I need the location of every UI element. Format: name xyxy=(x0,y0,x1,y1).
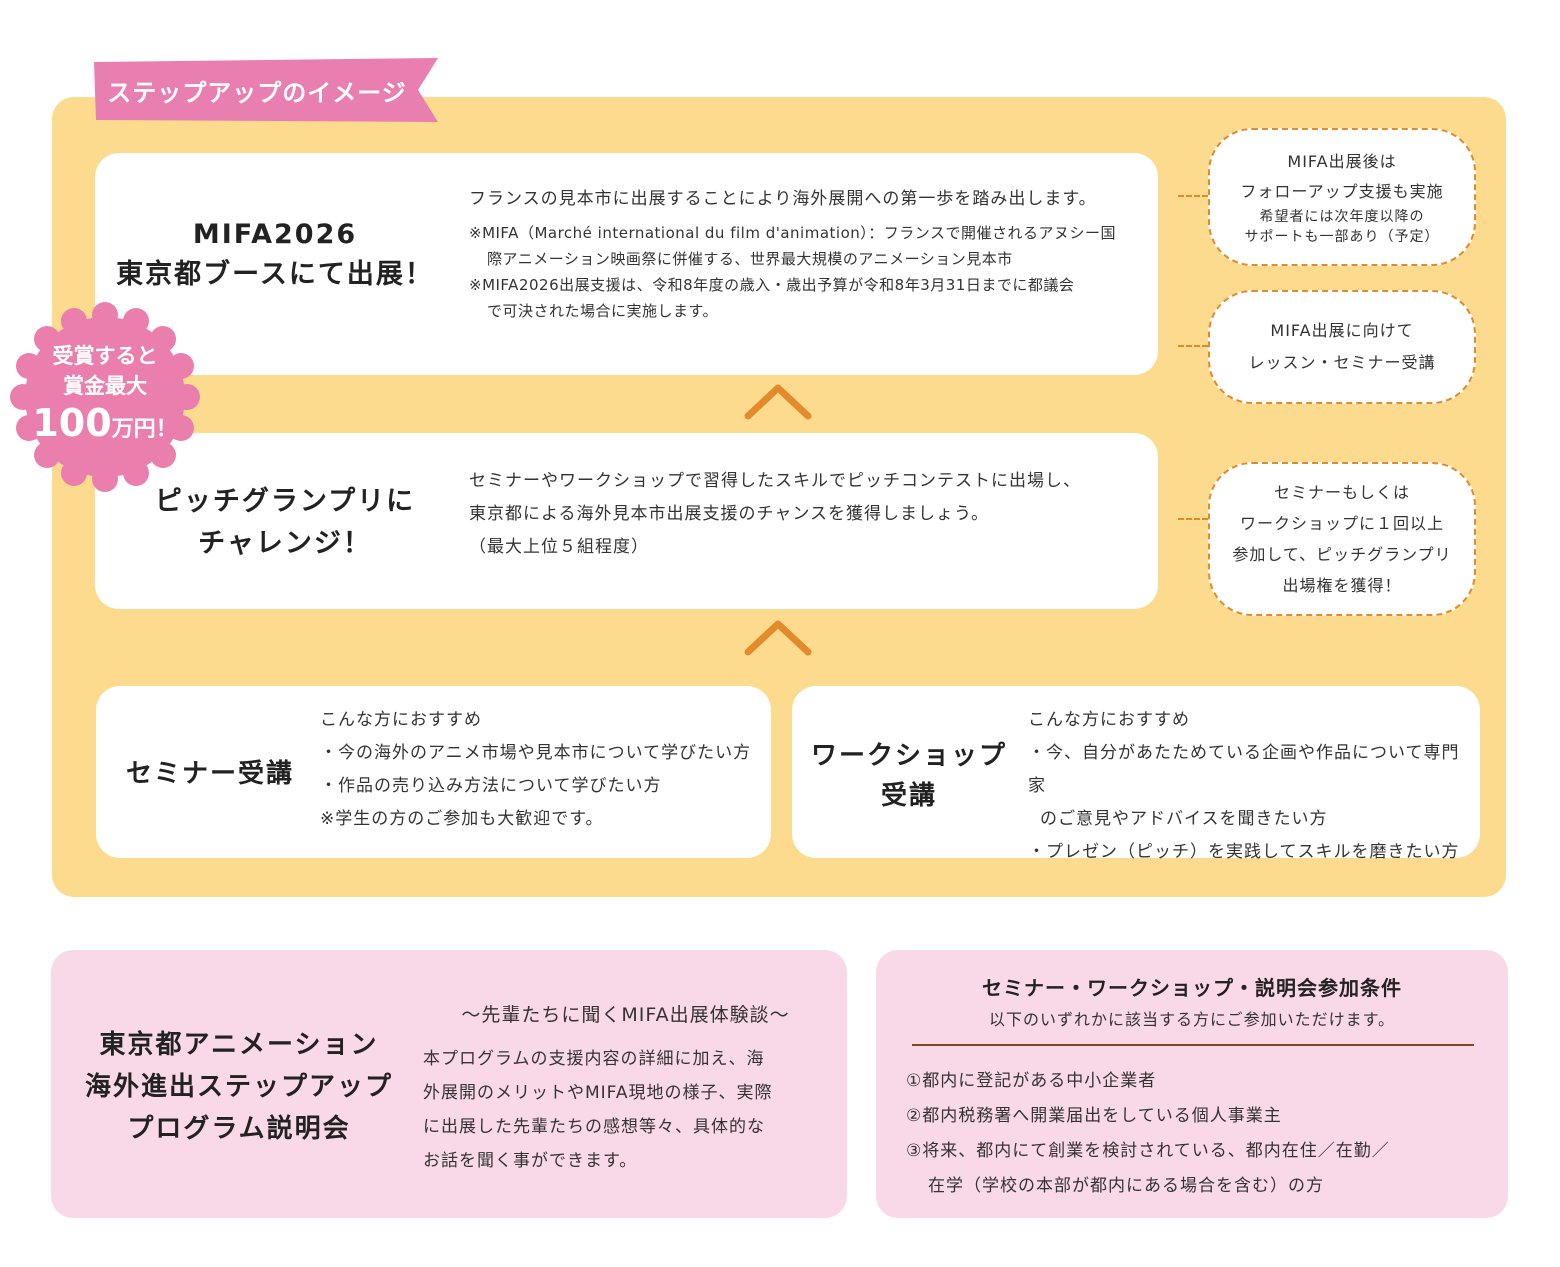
section-tag-label: ステップアップのイメージ xyxy=(107,78,407,107)
mifa-title-line2: 東京都ブースにて出展！ xyxy=(116,259,434,290)
mifa-exhibit-title: MIFA2026 東京都ブースにて出展！ xyxy=(95,215,455,295)
participation-conditions-box: セミナー・ワークショップ・説明会参加条件 以下のいずれかに該当する方にご参加いた… xyxy=(876,950,1508,1218)
badge-scalloped-shape xyxy=(10,302,200,492)
seminar-card: セミナー受講 こんな方におすすめ ・今の海外のアニメ市場や見本市について学びたい… xyxy=(96,686,771,858)
workshop-title-line2: 受講 xyxy=(880,781,937,811)
badge-text: 受賞すると 賞金最大 100万円！ xyxy=(10,302,200,492)
badge-amount-row: 100万円！ xyxy=(32,401,177,453)
briefing-body-line2: 外展開のメリットやMIFA現地の様子、実際 xyxy=(423,1083,773,1103)
step-up-arrow-2 xyxy=(744,618,812,658)
lesson-bubble: MIFA出展に向けて レッスン・セミナー受講 xyxy=(1208,290,1476,404)
seminar-item-1: ・今の海外のアニメ市場や見本市について学びたい方 xyxy=(320,743,752,763)
pitch-body-line1: セミナーやワークショップで習得したスキルでピッチコンテストに出場し、 xyxy=(469,471,1081,491)
connector-dash-2 xyxy=(1178,345,1208,347)
condition-item-3-line2: 在学（学校の本部が都内にある場合を含む）の方 xyxy=(928,1176,1324,1196)
pitch-grandprix-card: ピッチグランプリに チャレンジ！ セミナーやワークショップで習得したスキルでピッ… xyxy=(95,433,1158,609)
section-tag: ステップアップのイメージ xyxy=(92,58,440,122)
entry-line2: ワークショップに１回以上 xyxy=(1239,514,1444,533)
step-up-arrow-1 xyxy=(744,382,812,422)
entry-line1: セミナーもしくは xyxy=(1273,483,1410,502)
briefing-subtitle: ～先輩たちに聞くMIFA出展体験談～ xyxy=(461,1004,790,1026)
workshop-recommend: こんな方におすすめ xyxy=(1028,710,1190,730)
pitch-title-line1: ピッチグランプリに xyxy=(154,486,416,517)
workshop-title: ワークショップ 受講 xyxy=(806,736,1012,816)
briefing-body-line3: に出展した先輩たちの感想等々、具体的な xyxy=(423,1117,765,1137)
pitch-entry-bubble: セミナーもしくは ワークショップに１回以上 参加して、ピッチグランプリ 出場権を… xyxy=(1208,462,1476,616)
entry-line4: 出場権を獲得！ xyxy=(1282,576,1402,595)
pitch-body-line3: （最大上位５組程度） xyxy=(469,537,649,557)
pitch-title: ピッチグランプリに チャレンジ！ xyxy=(135,481,435,565)
seminar-body: こんな方におすすめ ・今の海外のアニメ市場や見本市について学びたい方 ・作品の売… xyxy=(320,704,760,836)
mifa-note-1-line1: ※MIFA（Marché international du film d'ani… xyxy=(469,224,1116,242)
briefing-title-line3: プログラム説明会 xyxy=(127,1114,351,1144)
conditions-divider xyxy=(912,1044,1474,1046)
seminar-title: セミナー受講 xyxy=(125,759,294,789)
briefing-title-line2: 海外進出ステップアップ xyxy=(84,1072,393,1102)
conditions-list: ①都内に登記がある中小企業者 ②都内税務署へ開業届出をしている個人事業主 ③将来… xyxy=(906,1064,1496,1204)
workshop-item-1-line2: のご意見やアドバイスを聞きたい方 xyxy=(1040,809,1328,829)
entry-line3: 参加して、ピッチグランプリ xyxy=(1232,545,1452,564)
condition-item-3-line1: ③将来、都内にて創業を検討されている、都内在住／在勤／ xyxy=(906,1141,1390,1161)
workshop-body: こんな方におすすめ ・今、自分があたためている企画や作品について専門家 のご意見… xyxy=(1028,704,1472,869)
briefing-title-line1: 東京都アニメーション xyxy=(99,1030,379,1060)
badge-line1: 受賞すると xyxy=(52,344,158,368)
pitch-body: セミナーやワークショップで習得したスキルでピッチコンテストに出場し、 東京都によ… xyxy=(469,465,1149,564)
followup-line2: フォローアップ支援も実施 xyxy=(1240,182,1444,201)
badge-line2: 賞金最大 xyxy=(63,374,147,398)
lesson-line1: MIFA出展に向けて xyxy=(1270,321,1414,340)
tag-ribbon-shape xyxy=(94,58,438,122)
briefing-title: 東京都アニメーション 海外進出ステップアップ プログラム説明会 xyxy=(69,1024,409,1150)
mifa-lead-text: フランスの見本市に出展することにより海外展開への第一歩を踏み出します。 xyxy=(469,189,1097,209)
connector-dash-3 xyxy=(1178,518,1208,520)
pitch-title-line2: チャレンジ！ xyxy=(198,528,372,559)
followup-small1: 希望者には次年度以降の xyxy=(1259,209,1425,225)
briefing-body: 本プログラムの支援内容の詳細に加え、海 外展開のメリットやMIFA現地の様子、実… xyxy=(423,1042,833,1178)
mifa-exhibit-card: MIFA2026 東京都ブースにて出展！ フランスの見本市に出展することにより海… xyxy=(95,153,1158,375)
workshop-item-1-line1: ・今、自分があたためている企画や作品について専門家 xyxy=(1028,743,1460,796)
prize-badge: 受賞すると 賞金最大 100万円！ xyxy=(10,302,200,492)
mifa-note-2-line1: ※MIFA2026出展支援は、令和8年度の歳入・歳出予算が令和8年3月31日まで… xyxy=(469,276,1075,294)
mifa-note-2: ※MIFA2026出展支援は、令和8年度の歳入・歳出予算が令和8年3月31日まで… xyxy=(469,272,1149,324)
workshop-title-line1: ワークショップ xyxy=(810,741,1007,771)
workshop-item-2: ・プレゼン（ピッチ）を実践してスキルを磨きたい方 xyxy=(1028,842,1460,862)
connector-dash-1 xyxy=(1178,195,1208,197)
followup-line1: MIFA出展後は xyxy=(1287,152,1397,171)
seminar-item-3: ※学生の方のご参加も大歓迎です。 xyxy=(320,809,604,829)
mifa-note-2-line2: で可決された場合に実施します。 xyxy=(487,302,719,320)
conditions-subtitle: 以下のいずれかに該当する方にご参加いただけます。 xyxy=(988,1010,1396,1029)
seminar-recommend: こんな方におすすめ xyxy=(320,710,482,730)
mifa-title-line1: MIFA2026 xyxy=(192,219,358,250)
workshop-card: ワークショップ 受講 こんな方におすすめ ・今、自分があたためている企画や作品に… xyxy=(792,686,1480,862)
condition-item-2: ②都内税務署へ開業届出をしている個人事業主 xyxy=(906,1106,1282,1126)
pitch-body-line2: 東京都による海外見本市出展支援のチャンスを獲得しましょう。 xyxy=(469,504,989,524)
mifa-note-1: ※MIFA（Marché international du film d'ani… xyxy=(469,220,1149,272)
briefing-body-line4: お話を聞く事ができます。 xyxy=(423,1151,638,1171)
mifa-note-1-line2: 際アニメーション映画祭に併催する、世界最大規模のアニメーション見本市 xyxy=(487,250,1013,268)
followup-bubble: MIFA出展後は フォローアップ支援も実施 希望者には次年度以降の サポートも一… xyxy=(1208,128,1476,266)
badge-unit: 万円！ xyxy=(111,417,178,442)
conditions-title: セミナー・ワークショップ・説明会参加条件 xyxy=(982,976,1402,1000)
briefing-session-box: 東京都アニメーション 海外進出ステップアップ プログラム説明会 ～先輩たちに聞く… xyxy=(51,950,847,1218)
seminar-item-2: ・作品の売り込み方法について学びたい方 xyxy=(320,776,662,796)
mifa-exhibit-body: フランスの見本市に出展することにより海外展開への第一歩を踏み出します。 ※MIF… xyxy=(469,183,1149,324)
followup-small2: サポートも一部あり（予定） xyxy=(1244,229,1440,245)
lesson-line2: レッスン・セミナー受講 xyxy=(1248,353,1436,372)
condition-item-1: ①都内に登記がある中小企業者 xyxy=(906,1071,1157,1091)
briefing-body-line1: 本プログラムの支援内容の詳細に加え、海 xyxy=(423,1049,765,1069)
badge-amount: 100 xyxy=(32,401,112,445)
